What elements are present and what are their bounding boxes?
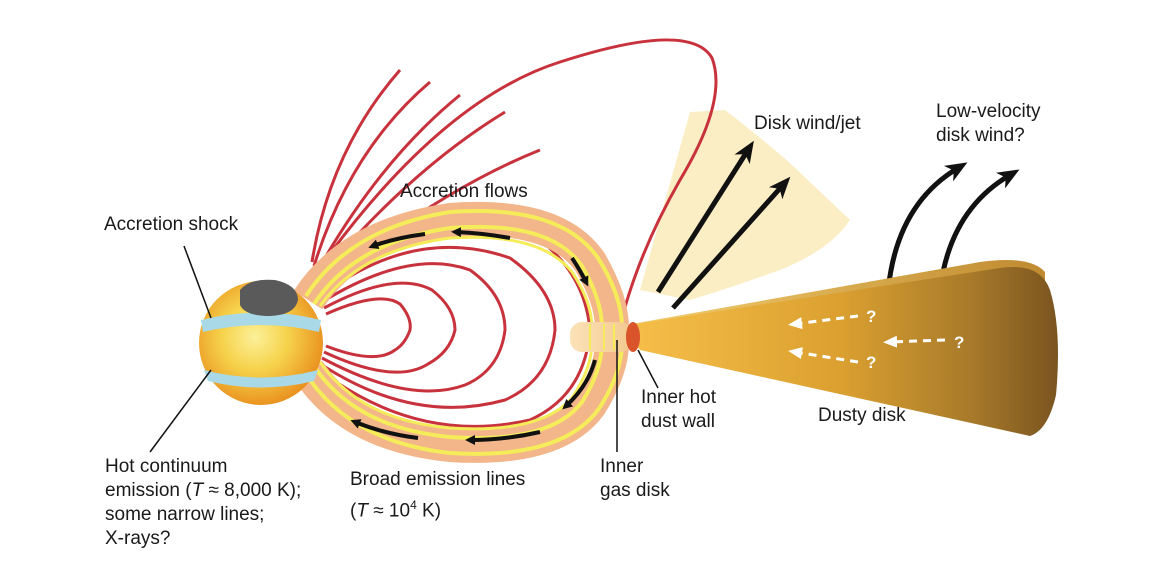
question-mark-1: ? — [866, 307, 876, 326]
label-broad-emission-line2: (T ≈ 104 K) — [350, 498, 442, 522]
accretion-shock-band-upper — [201, 312, 321, 332]
central-star — [199, 279, 323, 405]
label-hot-continuum-line1: Hot continuum — [105, 456, 228, 477]
label-disk-wind-jet: Disk wind/jet — [754, 113, 861, 134]
accretion-shock-band-lower — [204, 370, 318, 388]
label-inner-hot-line2: dust wall — [641, 411, 715, 432]
label-accretion-shock: Accretion shock — [104, 214, 239, 235]
disk-inflow-arrows — [788, 314, 946, 364]
label-accretion-flows: Accretion flows — [400, 181, 528, 202]
label-hot-continuum-line3: some narrow lines; — [105, 504, 265, 525]
question-mark-2: ? — [954, 333, 964, 352]
disk-wind-arrow-2 — [671, 176, 791, 310]
label-dusty-disk: Dusty disk — [818, 405, 906, 426]
low-velocity-wind-arrow-1 — [885, 162, 968, 293]
inner-gas-disk — [570, 322, 632, 352]
inner-hot-dust-wall — [626, 322, 640, 352]
label-broad-emission-line1: Broad emission lines — [350, 469, 526, 490]
label-inner-hot-line1: Inner hot — [641, 387, 716, 408]
label-inner-gas-line2: gas disk — [600, 480, 670, 501]
accretion-flow-arrows — [350, 227, 597, 445]
accretion-stream-upper — [293, 201, 629, 329]
label-low-velocity-line2: disk wind? — [936, 125, 1025, 146]
label-hot-continuum-line2: emission (T ≈ 8,000 K); — [105, 480, 302, 501]
question-mark-3: ? — [866, 353, 876, 372]
disk-wind-arrow-1 — [655, 140, 754, 294]
leader-lines — [149, 245, 659, 453]
hot-spot — [240, 279, 298, 316]
label-hot-continuum-line4: X-rays? — [105, 528, 171, 549]
label-low-velocity-line1: Low-velocity — [936, 101, 1041, 122]
label-inner-gas-line1: Inner — [600, 456, 644, 477]
dusty-disk — [622, 266, 1058, 436]
